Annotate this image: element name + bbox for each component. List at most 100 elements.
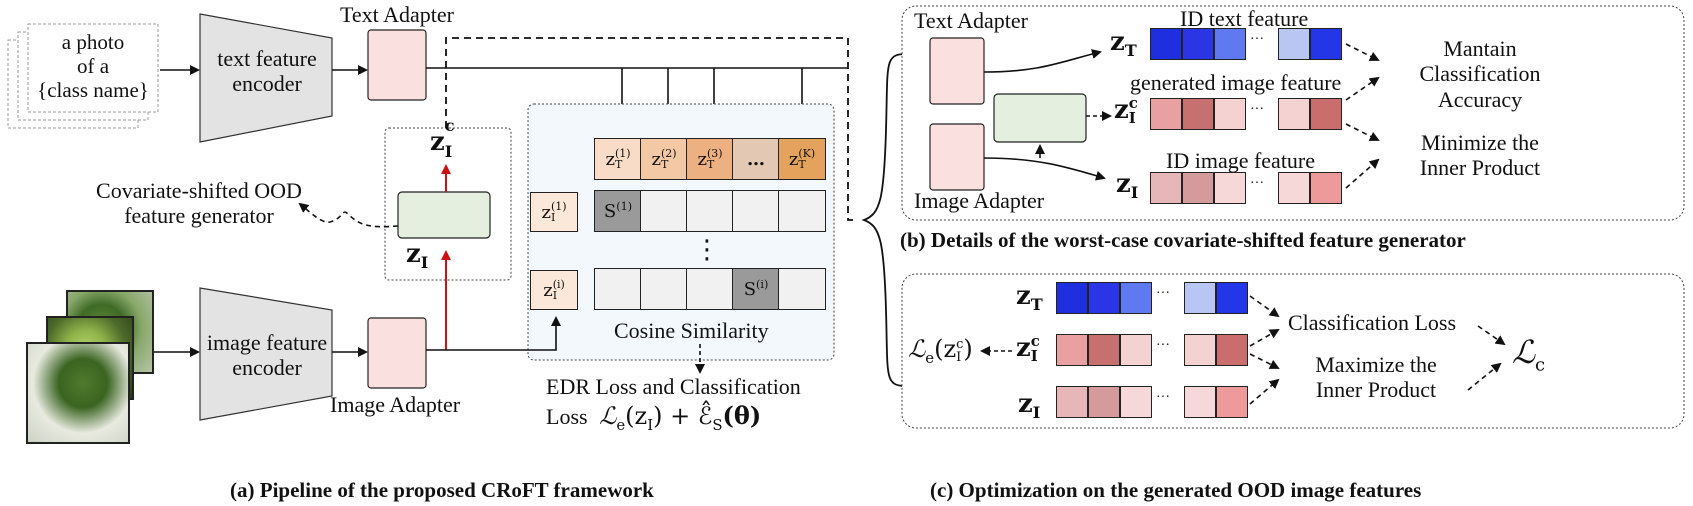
text-feature-cell-1: z(1)T (594, 138, 642, 180)
c-zt-sub: T (1030, 295, 1043, 315)
lc-symbol: ℒc (1512, 334, 1545, 376)
row1-sup: (1) (550, 200, 567, 213)
text-adapter-label: Text Adapter (340, 2, 454, 27)
text-feature-sup-5: (K) (798, 147, 816, 160)
simrow1-cell-4 (732, 190, 780, 232)
text-feature-base-4: … (747, 148, 765, 170)
loss-line-2: Loss (546, 404, 588, 429)
loss-description: EDR Loss and Classification (546, 374, 801, 399)
simrow1-cell-1: S(1) (594, 190, 642, 232)
text-feature-encoder-shape (199, 13, 333, 143)
crow3-ellipsis: ··· (1156, 390, 1170, 405)
text-feature-cell-5: z(K)T (778, 138, 826, 180)
crow2-cell-3 (1120, 334, 1152, 366)
b-zic-sup: c (1128, 94, 1138, 112)
c-zi-sub: I (1032, 403, 1041, 423)
crow2-ellipsis: ··· (1156, 338, 1170, 353)
text-feature-cell-2: z(2)T (640, 138, 688, 180)
text-feature-cell-4: … (732, 138, 780, 180)
caption-a: (a) Pipeline of the proposed CRoFT frame… (230, 478, 654, 502)
simrowi-score-sup: (i) (756, 278, 769, 291)
crow1-ellipsis: ··· (1156, 286, 1170, 301)
simrow1-cell-5 (778, 190, 826, 232)
maintain-accuracy-label: Mantain Classification Accuracy (1390, 36, 1570, 112)
loss-theta: (θ) (722, 401, 762, 430)
crow3-cell-1 (1056, 386, 1088, 418)
image-feature-1-box: z(1)I (530, 192, 578, 232)
simrowi-cell-4: S(i) (732, 268, 780, 310)
text-feature-sub-5: T (798, 158, 806, 171)
text-feature-index-1: (1)T (615, 148, 631, 170)
minimize-line-1: Minimize the (1421, 130, 1539, 155)
zic-base: z (430, 127, 445, 157)
brow1-cell-2 (1182, 28, 1214, 60)
crow1-cell-3 (1120, 282, 1152, 314)
text-feature-sub-1: T (614, 158, 623, 171)
c-zt-symbol: zT (1016, 281, 1043, 315)
b-generator-box (993, 93, 1087, 143)
text-feature-base-3: z (697, 148, 707, 170)
crow1-cell-1 (1056, 282, 1088, 314)
text-encoder-line-1: text feature (217, 46, 317, 71)
text-feature-cell-3: z(3)T (686, 138, 734, 180)
text-encoder-line-2: encoder (232, 71, 302, 97)
crow3-cell-4 (1184, 386, 1216, 418)
brow3-cell-4 (1278, 172, 1310, 204)
vertical-dots: ⋮ (694, 235, 720, 265)
text-feature-sup-2: (2) (660, 147, 677, 160)
cosine-similarity-label: Cosine Similarity (614, 318, 769, 343)
loss-formula-line: Loss ℒe(zI) + ℰ̂S(θ) (546, 402, 761, 434)
brow1-ellipsis: ··· (1250, 32, 1264, 47)
loss-eps-sub: S (712, 415, 723, 434)
maintain-line-1: Mantain (1443, 36, 1517, 61)
text-feature-index-2: (2)T (661, 148, 677, 170)
brow1-cell-3 (1214, 28, 1246, 60)
simrow1-cell-3 (686, 190, 734, 232)
loss-arg: (z (625, 402, 648, 430)
zic-sub: I (444, 142, 453, 161)
rowi-sup: (i) (552, 278, 565, 291)
b-text-adapter-label: Text Adapter (914, 8, 1028, 33)
prompt-line-2: of a (76, 54, 110, 79)
b-zi-symbol: zI (1116, 169, 1138, 203)
image-feature-i-box: z(i)I (530, 270, 578, 310)
lc-sub: c (1535, 354, 1546, 376)
crow2-cell-4 (1184, 334, 1216, 366)
zi-base: z (406, 239, 421, 269)
b-image-adapter-label: Image Adapter (914, 188, 1045, 213)
generated-image-feature-label: generated image feature (1130, 70, 1342, 95)
text-feature-base-2: z (651, 148, 661, 170)
simrow1-score-sup: (1) (616, 200, 633, 213)
simrowi-cell-1 (594, 268, 642, 310)
simrow1-cell-2 (640, 190, 688, 232)
maximize-line-1: Maximize the (1315, 352, 1437, 377)
zic-sup: c (444, 116, 455, 135)
brow3-cell-2 (1182, 172, 1214, 204)
ood-generator-line-1: Covariate-shifted OOD (96, 178, 302, 203)
rowi-sub: I (552, 289, 558, 302)
crow1-cell-2 (1088, 282, 1120, 314)
b-zt-base: z (1110, 27, 1125, 57)
id-text-feature-label: ID text feature (1180, 6, 1309, 31)
prompt-line-3: {class name} (37, 78, 149, 103)
classification-loss-label: Classification Loss (1288, 310, 1457, 335)
crow2-cell-1 (1056, 334, 1088, 366)
text-feature-sup-3: (3) (706, 147, 723, 160)
brow3-ellipsis: ··· (1250, 176, 1264, 191)
rowi-base: z (543, 279, 553, 301)
prompt-card-text: a photo of a {class name} (28, 30, 158, 102)
brow2-cell-3 (1214, 98, 1246, 130)
crow2-cell-2 (1088, 334, 1120, 366)
b-zt-sub: T (1124, 41, 1137, 61)
brow2-cell-1 (1150, 98, 1182, 130)
brow2-cell-5 (1310, 98, 1342, 130)
brow3-cell-3 (1214, 172, 1246, 204)
lc-base: ℒ (1512, 333, 1536, 371)
brow1-cell-4 (1278, 28, 1310, 60)
maintain-line-2: Classification (1419, 61, 1541, 87)
c-zt-base: z (1016, 281, 1031, 311)
